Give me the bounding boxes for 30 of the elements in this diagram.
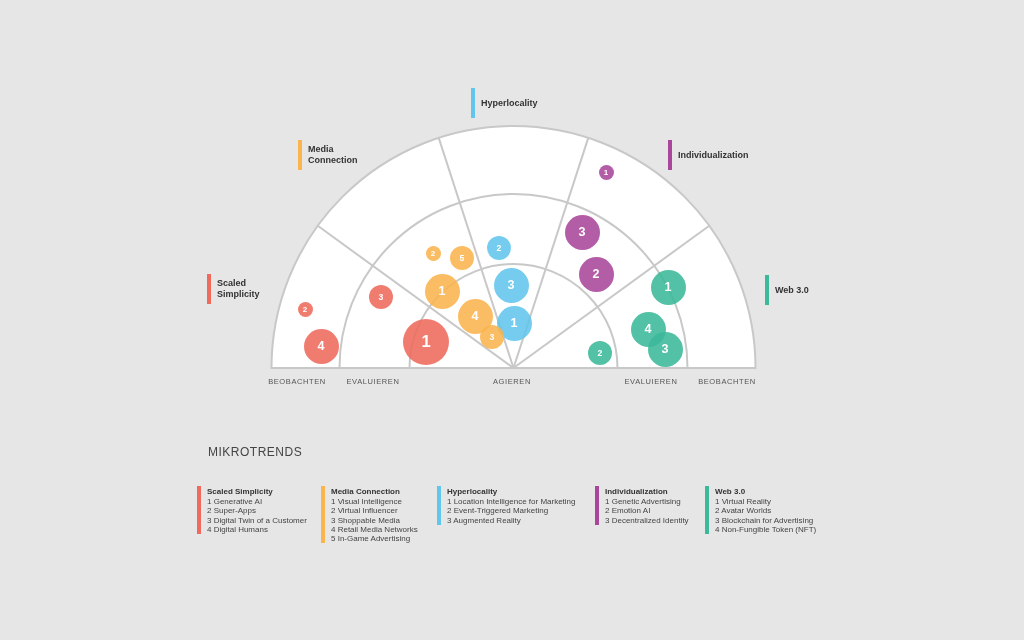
legend-item: 1 Virtual Reality [715,497,772,507]
legend-item: 3 Augmented Reality [447,515,522,525]
legend-item: 2 Avatar Worlds [715,506,773,516]
category-label: Individualization [678,149,749,161]
legend-item: 2 Super-Apps [207,506,257,516]
legend-item: 3 Digital Twin of a Customer [207,515,307,525]
legend-item: 4 Retail Media Networks [331,524,418,535]
legend-item: 3 Blockchain for Advertising [715,515,815,525]
legend-item: 3 Shoppable Media [331,515,401,525]
legend-item: 3 Decentralized Identity [605,515,689,525]
legend-item: 2 Virtual Influencer [331,506,399,516]
legend-item: 1 Location Intelligence for Marketing [447,497,576,507]
legend-title: Media Connection [331,486,401,497]
category-label: Hyperlocality [481,97,538,109]
legend-item: 4 Digital Humans [207,524,269,535]
category-label: Web 3.0 [775,284,809,296]
legend-item: 1 Genetic Advertising [605,497,682,507]
legend-item: 1 Visual Intelligence [331,497,403,507]
legend-title: Scaled Simplicity [207,486,274,497]
legend-item: 4 Non-Fungible Token (NFT) [715,524,817,535]
legend-item: 2 Event-Triggered Marketing [447,506,550,516]
legend-item: 5 In-Game Advertising [331,534,412,544]
legend-title: Web 3.0 [715,486,747,497]
category-label: Media Connection [308,144,359,166]
legend-title: Hyperlocality [447,486,499,497]
section-heading: MIKROTRENDS [208,445,303,459]
category-label: Scaled Simplicity [217,278,261,300]
legend-title: Individualization [605,486,669,497]
legend-item: 2 Emotion AI [605,506,652,516]
legend-item: 1 Generative AI [207,497,264,507]
